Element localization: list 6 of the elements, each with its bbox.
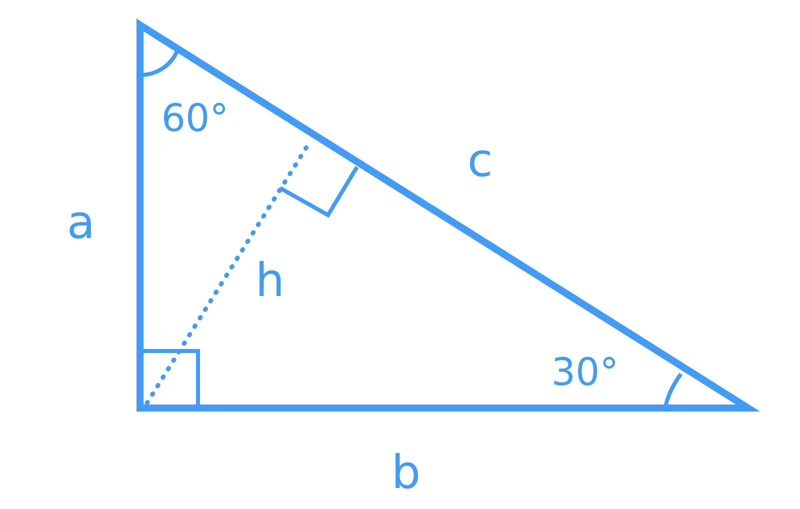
side-label: c bbox=[467, 137, 493, 183]
side-label: a bbox=[66, 199, 96, 245]
altitude-label: h bbox=[255, 257, 285, 303]
angle-label: 60° bbox=[161, 99, 229, 137]
angle-label: 30° bbox=[551, 353, 619, 391]
side-label: b bbox=[391, 449, 421, 495]
